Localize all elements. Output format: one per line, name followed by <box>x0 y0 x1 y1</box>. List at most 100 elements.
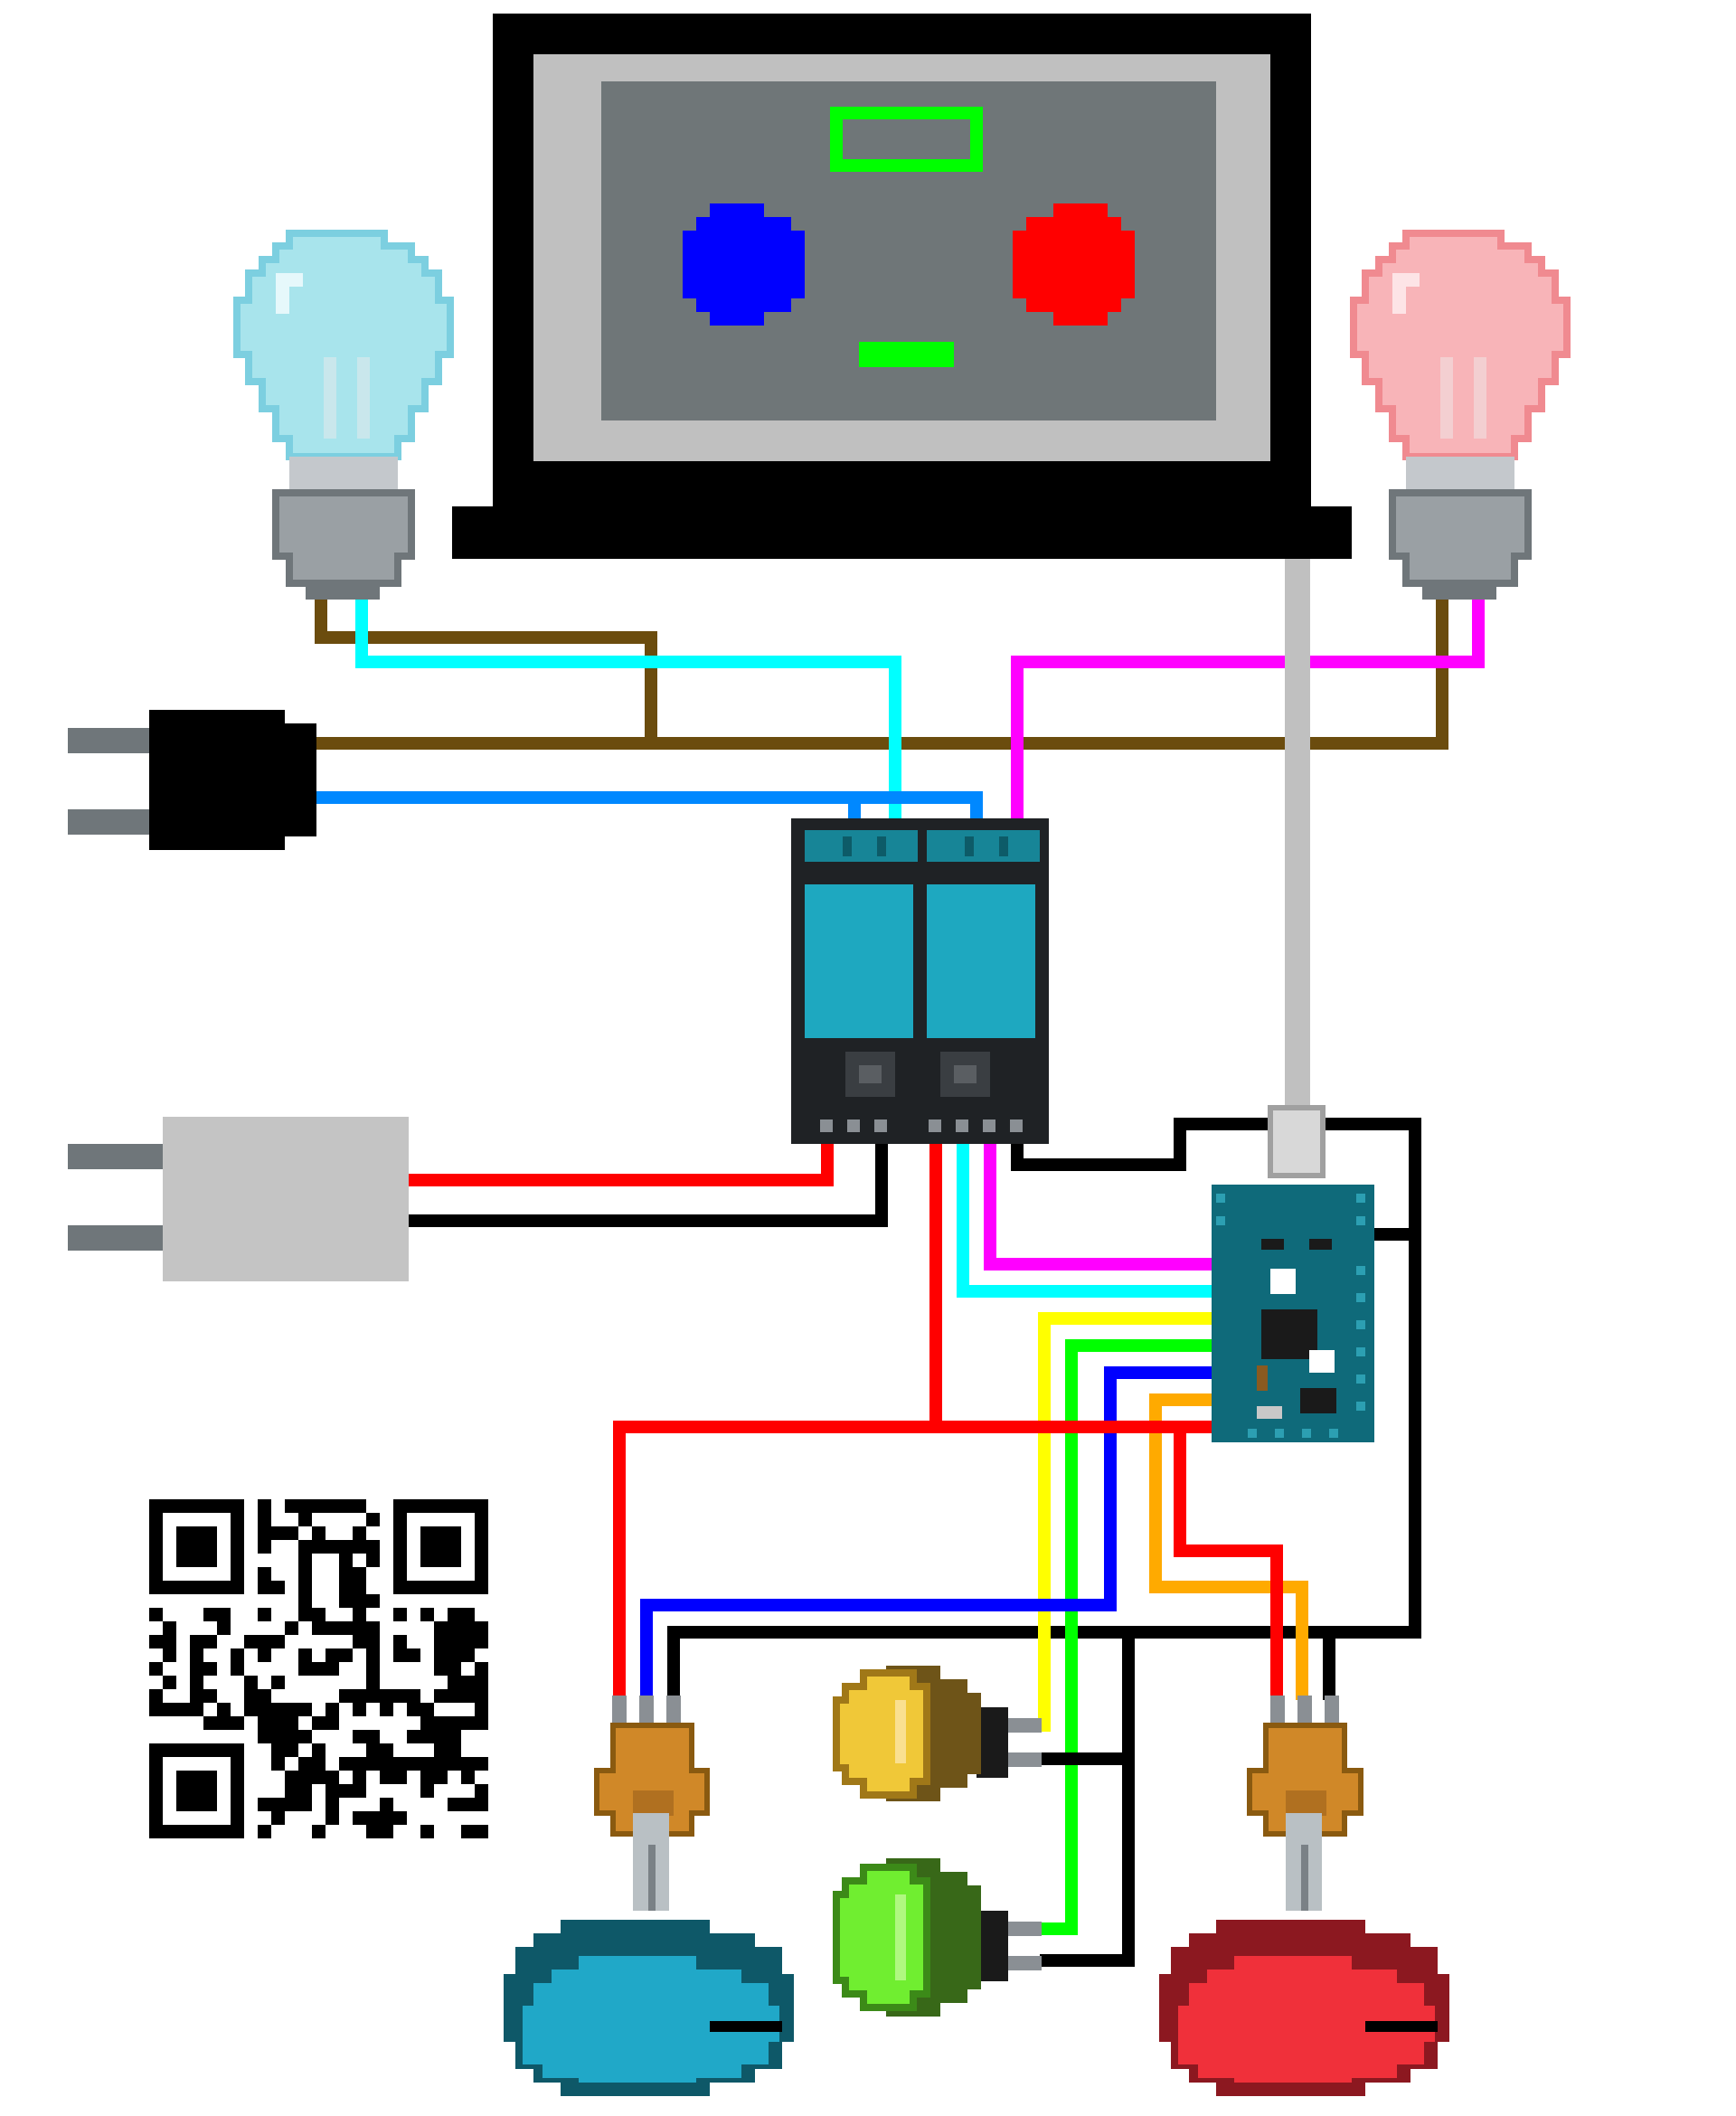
qr-module <box>298 1567 312 1581</box>
button-yellow-mount <box>976 1707 1008 1778</box>
qr-finder-module <box>475 1499 488 1513</box>
qr-module <box>298 1757 312 1771</box>
qr-module <box>217 1716 231 1730</box>
qr-module <box>312 1540 326 1554</box>
qr-module <box>366 1825 380 1838</box>
qr-module <box>380 1743 393 1757</box>
qr-code[interactable] <box>149 1499 488 1838</box>
qr-module <box>366 1635 380 1648</box>
wire-red-mcu <box>613 1421 1230 1700</box>
qr-finder-module <box>217 1499 231 1513</box>
qr-module <box>420 1757 434 1771</box>
potentiometer-left[interactable] <box>594 1696 710 1911</box>
qr-module <box>353 1703 366 1716</box>
qr-module <box>231 1716 244 1730</box>
mains-plug-cap <box>280 723 316 836</box>
qr-module <box>434 1771 448 1784</box>
qr-finder-module <box>149 1811 163 1825</box>
qr-module <box>353 1594 366 1608</box>
qr-module <box>461 1798 475 1811</box>
mcu-cap <box>1257 1406 1282 1419</box>
relay-pin-4 <box>929 1119 941 1132</box>
qr-module <box>407 1689 420 1703</box>
bulb-red-base <box>1389 489 1532 587</box>
bulb-blue-neck <box>289 457 398 493</box>
qr-module <box>258 1499 271 1513</box>
qr-module <box>298 1499 312 1513</box>
qr-module <box>434 1621 448 1635</box>
qr-module <box>298 1730 312 1743</box>
qr-module <box>163 1676 176 1689</box>
qr-module <box>407 1757 420 1771</box>
qr-module <box>461 1648 475 1662</box>
usb-connector <box>1268 1105 1326 1178</box>
relay-pin-6 <box>983 1119 995 1132</box>
qr-finder-module <box>176 1798 190 1811</box>
qr-module <box>448 1648 461 1662</box>
qr-module <box>461 1716 475 1730</box>
qr-module <box>326 1621 339 1635</box>
wire-cyan-bulb <box>355 597 901 832</box>
qr-finder-module <box>231 1526 244 1540</box>
qr-module <box>448 1798 461 1811</box>
relay-pin-2 <box>847 1119 860 1132</box>
wire-black-adapter <box>407 1135 888 1227</box>
qr-module <box>326 1662 339 1676</box>
qr-module <box>149 1689 163 1703</box>
bulb-red-neck <box>1406 457 1514 493</box>
qr-module <box>434 1648 448 1662</box>
qr-module <box>380 1811 393 1825</box>
qr-module <box>475 1676 488 1689</box>
relay-coil-1 <box>805 884 913 1038</box>
qr-finder-module <box>231 1567 244 1581</box>
potentiometer-right[interactable] <box>1247 1696 1363 1911</box>
button-yellow[interactable] <box>833 1666 1042 1801</box>
qr-module <box>434 1757 448 1771</box>
qr-module <box>312 1526 326 1540</box>
qr-module <box>339 1567 353 1581</box>
screen-red-dot <box>1013 203 1135 326</box>
qr-finder-module <box>203 1798 217 1811</box>
qr-module <box>298 1784 312 1798</box>
qr-module <box>380 1771 393 1784</box>
qr-module <box>339 1621 353 1635</box>
relay-terminal-screw-3 <box>965 836 974 856</box>
qr-module <box>271 1716 285 1730</box>
qr-module <box>258 1526 271 1540</box>
pot-left-body <box>594 1723 710 1837</box>
button-green[interactable] <box>833 1858 1042 2017</box>
pot-left-center <box>633 1790 674 1816</box>
qr-finder-module <box>149 1499 163 1513</box>
qr-module <box>298 1513 312 1526</box>
qr-module <box>339 1757 353 1771</box>
qr-module <box>190 1648 203 1662</box>
qr-module <box>353 1581 366 1594</box>
qr-finder-module <box>475 1540 488 1554</box>
qr-module <box>203 1635 217 1648</box>
mcu-reset-button[interactable] <box>1270 1269 1296 1294</box>
knob-blue[interactable] <box>504 1920 794 2096</box>
qr-finder-module <box>149 1743 163 1757</box>
qr-module <box>312 1662 326 1676</box>
pot-right-shaft-groove <box>1301 1845 1308 1911</box>
qr-finder-module <box>448 1526 461 1540</box>
qr-finder-module <box>231 1540 244 1554</box>
wire-red-pot-right <box>1174 1427 1283 1700</box>
qr-module <box>258 1608 271 1621</box>
qr-module <box>448 1743 461 1757</box>
qr-module <box>217 1703 231 1716</box>
laptop <box>452 14 1352 559</box>
relay-coil-2 <box>927 884 1035 1038</box>
relay-terminal-2 <box>927 830 1040 862</box>
power-adapter <box>68 1117 409 1281</box>
qr-module <box>285 1798 298 1811</box>
qr-module <box>366 1757 380 1771</box>
qr-finder-module <box>231 1554 244 1567</box>
qr-finder-module <box>149 1798 163 1811</box>
qr-module <box>461 1635 475 1648</box>
knob-red[interactable] <box>1159 1920 1449 2096</box>
wire-brown-main <box>312 597 1448 750</box>
qr-module <box>434 1635 448 1648</box>
pot-right-pin-1 <box>1270 1696 1285 1727</box>
